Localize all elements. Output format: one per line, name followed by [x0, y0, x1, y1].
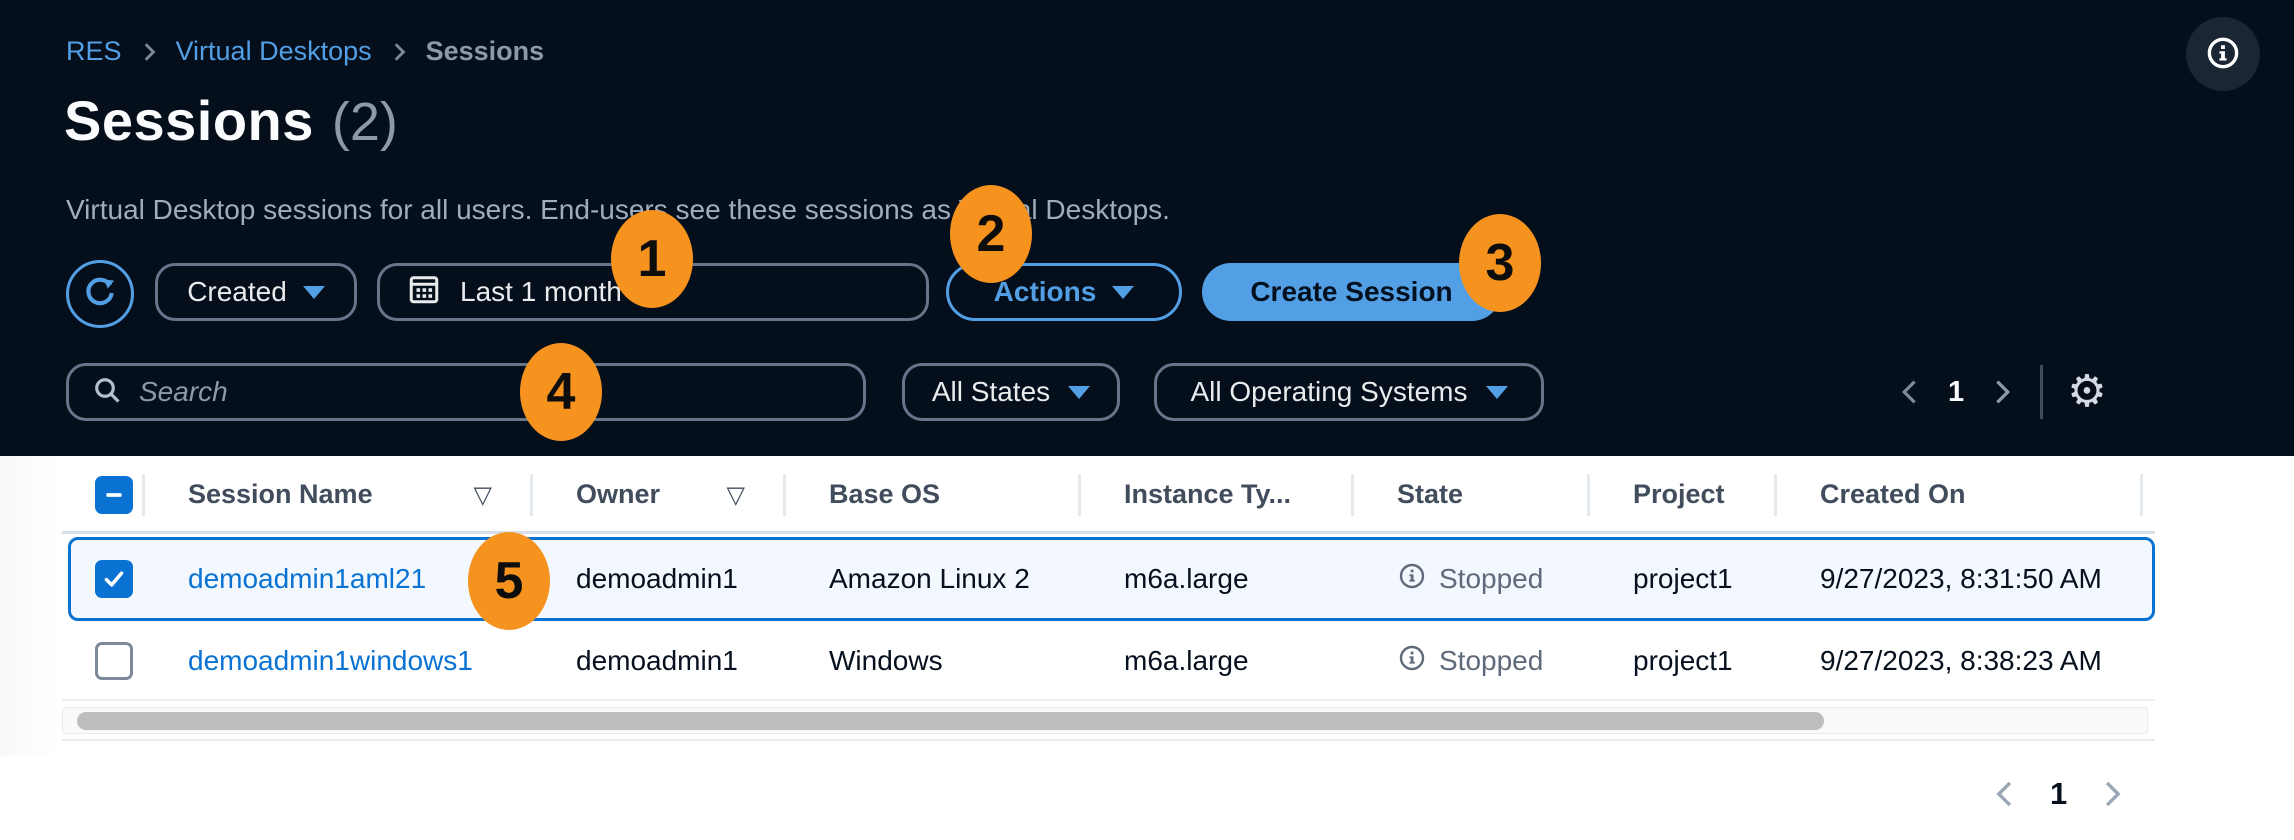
- states-filter-label: All States: [931, 376, 1051, 407]
- column-label: Session Name: [188, 479, 373, 509]
- breadcrumb-virtual-desktops[interactable]: Virtual Desktops: [175, 36, 372, 66]
- column-label: Project: [1633, 479, 1725, 509]
- column-label: Owner: [576, 479, 661, 509]
- sort-caret-icon[interactable]: ▽: [473, 480, 492, 509]
- session-name-link[interactable]: demoadmin1windows1: [188, 645, 473, 676]
- callout-badge-1: 1: [611, 210, 693, 308]
- top-pagination: 1 ⚙: [1896, 363, 2107, 421]
- create-session-button[interactable]: Create Session: [1202, 263, 1501, 321]
- table-row[interactable]: demoadmin1windows1 demoadmin1 Windows m6…: [62, 623, 2155, 701]
- table-header-row: Session Name ▽ Owner ▽ Base OS Instance …: [62, 458, 2155, 534]
- project-cell: project1: [1633, 645, 1733, 676]
- search-input-container: [66, 363, 866, 421]
- indeterminate-icon: [106, 492, 122, 497]
- create-session-label: Create Session: [1250, 276, 1453, 307]
- state-cell: Stopped: [1351, 540, 1587, 618]
- status-info-icon: [1397, 643, 1427, 680]
- column-label: State: [1397, 479, 1464, 509]
- info-button[interactable]: [2186, 17, 2260, 91]
- previous-page-button[interactable]: [1990, 778, 2020, 810]
- bottom-pagination: 1: [1990, 768, 2127, 820]
- settings-gear-icon[interactable]: ⚙: [2067, 366, 2107, 417]
- column-header-project[interactable]: Project: [1587, 458, 1774, 531]
- row-checkbox-cell: [62, 623, 142, 699]
- os-filter-dropdown[interactable]: All Operating Systems: [1154, 363, 1544, 421]
- page-number[interactable]: 1: [2050, 776, 2068, 811]
- sort-field-label: Created: [187, 276, 287, 307]
- search-input[interactable]: [139, 376, 863, 408]
- date-range-value: Last 1 month: [460, 276, 622, 307]
- sort-caret-icon[interactable]: ▽: [726, 480, 745, 509]
- chevron-down-icon: [302, 285, 325, 299]
- divider: [2040, 365, 2044, 419]
- divider: [62, 739, 2155, 741]
- state-text: Stopped: [1439, 563, 1544, 594]
- previous-page-button[interactable]: [1896, 377, 1924, 407]
- info-icon: [2202, 32, 2244, 77]
- status-info-icon: [1397, 561, 1427, 598]
- column-header-created-on[interactable]: Created On: [1774, 458, 2155, 531]
- breadcrumb-sessions: Sessions: [425, 36, 545, 66]
- base-os-cell: Amazon Linux 2: [829, 563, 1030, 594]
- base-os-cell: Windows: [829, 645, 943, 676]
- states-filter-dropdown[interactable]: All States: [902, 363, 1120, 421]
- actions-button[interactable]: Actions: [946, 263, 1182, 321]
- os-filter-label: All Operating Systems: [1190, 376, 1468, 407]
- row-checkbox-unchecked[interactable]: [95, 642, 133, 680]
- owner-cell: demoadmin1: [576, 563, 738, 594]
- callout-badge-5: 5: [468, 532, 550, 630]
- breadcrumb: RES Virtual Desktops Sessions: [66, 36, 544, 67]
- owner-cell: demoadmin1: [576, 645, 738, 676]
- column-label: Base OS: [829, 479, 941, 509]
- created-on-cell: 9/27/2023, 8:31:50 AM: [1820, 563, 2102, 594]
- page-header: RES Virtual Desktops Sessions Sessions (…: [0, 0, 2294, 456]
- refresh-icon: [81, 274, 119, 315]
- search-icon: [91, 374, 123, 411]
- column-header-state[interactable]: State: [1351, 458, 1587, 531]
- column-label: Created On: [1820, 479, 1966, 509]
- sessions-count: (2): [331, 92, 398, 152]
- chevron-down-icon: [1485, 385, 1508, 399]
- state-text: Stopped: [1439, 645, 1544, 676]
- column-label: Instance Ty...: [1124, 479, 1292, 509]
- chevron-down-icon: [1112, 285, 1135, 299]
- row-checkbox-cell: [71, 540, 142, 618]
- breadcrumb-chevron-icon: [388, 41, 410, 63]
- horizontal-scrollbar[interactable]: [62, 707, 2148, 734]
- instance-type-cell: m6a.large: [1124, 563, 1249, 594]
- state-cell: Stopped: [1351, 623, 1587, 699]
- callout-badge-2: 2: [950, 185, 1032, 283]
- instance-type-cell: m6a.large: [1124, 645, 1249, 676]
- check-icon: [104, 571, 124, 587]
- page-number[interactable]: 1: [1948, 375, 1965, 408]
- session-name-link[interactable]: demoadmin1aml21: [188, 563, 427, 594]
- calendar-icon: [406, 271, 442, 314]
- next-page-button[interactable]: [2097, 778, 2127, 810]
- table-row-selected[interactable]: demoadmin1aml21 demoadmin1 Amazon Linux …: [68, 537, 2155, 621]
- select-all-checkbox[interactable]: [95, 475, 133, 514]
- actions-label: Actions: [993, 276, 1097, 307]
- refresh-button[interactable]: [66, 260, 134, 328]
- column-header-session-name[interactable]: Session Name ▽: [142, 458, 530, 531]
- column-header-instance-type[interactable]: Instance Ty...: [1078, 458, 1351, 531]
- sort-field-dropdown[interactable]: Created: [155, 263, 357, 321]
- next-page-button[interactable]: [1988, 377, 2016, 407]
- row-checkbox-checked[interactable]: [95, 560, 133, 598]
- project-cell: project1: [1633, 563, 1733, 594]
- breadcrumb-chevron-icon: [138, 41, 160, 63]
- breadcrumb-res[interactable]: RES: [66, 36, 122, 66]
- scrollbar-thumb[interactable]: [77, 712, 1824, 730]
- page-title: Sessions: [64, 89, 314, 152]
- select-all-cell: [62, 458, 142, 531]
- callout-badge-3: 3: [1459, 214, 1541, 312]
- created-on-cell: 9/27/2023, 8:38:23 AM: [1820, 645, 2102, 676]
- column-header-base-os[interactable]: Base OS: [783, 458, 1078, 531]
- table-left-shadow: [0, 456, 62, 756]
- column-header-owner[interactable]: Owner ▽: [530, 458, 783, 531]
- sessions-table: [0, 456, 2294, 840]
- chevron-down-icon: [1068, 385, 1091, 399]
- callout-badge-4: 4: [520, 343, 602, 441]
